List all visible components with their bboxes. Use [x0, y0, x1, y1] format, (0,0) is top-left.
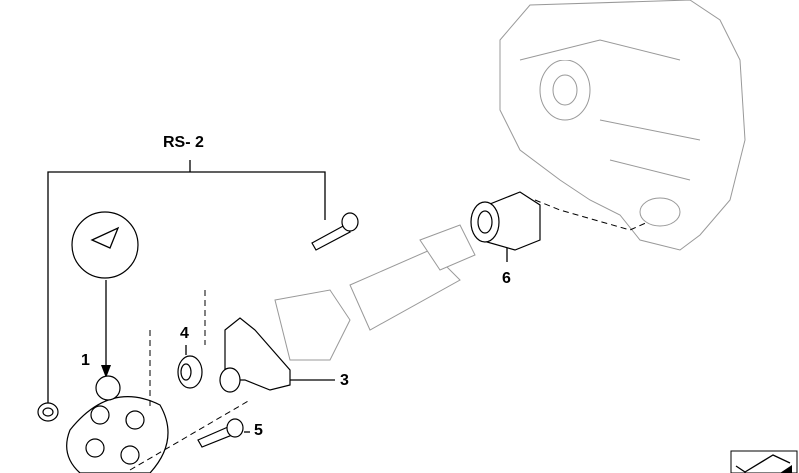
- washer-4: [177, 345, 203, 389]
- assembly-line: [534, 199, 649, 231]
- propeller-shaft: [274, 224, 476, 361]
- nut: [37, 402, 59, 422]
- boot-6: [470, 191, 541, 262]
- label-part-5: 5: [254, 422, 263, 439]
- centering-flange-3: [219, 317, 335, 393]
- bolt-5: [197, 418, 250, 448]
- flex-disc: [66, 375, 169, 473]
- label-part-6: 6: [502, 270, 511, 287]
- isometric-view-icon[interactable]: [730, 450, 798, 473]
- label-rs-2: RS- 2: [163, 134, 204, 151]
- bolt-top: [311, 212, 359, 251]
- label-part-3: 3: [340, 372, 349, 389]
- label-part-1: 1: [81, 352, 90, 369]
- transfer-case-housing: [499, 0, 746, 251]
- detail-circle: [71, 211, 139, 378]
- label-part-4: 4: [180, 325, 189, 342]
- group-bracket: [47, 160, 326, 408]
- assembly-line: [129, 290, 251, 471]
